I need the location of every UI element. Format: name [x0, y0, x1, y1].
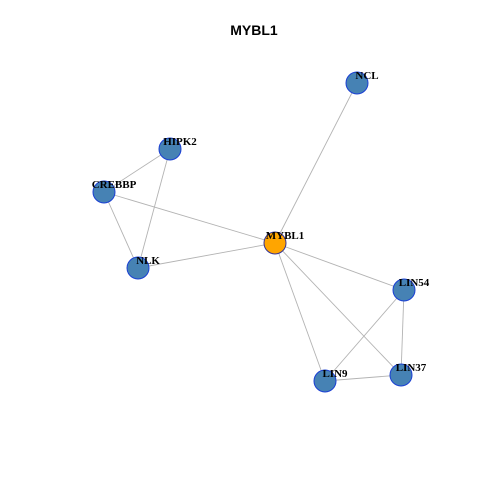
node-label-ncl: NCL	[355, 70, 378, 82]
node-lin37	[389, 363, 413, 387]
edge-mybl1-ncl	[274, 82, 358, 244]
edge-lin54-lin9	[324, 289, 405, 382]
node-label-hipk2: HIPK2	[163, 136, 197, 148]
node-ncl	[345, 71, 369, 95]
node-label-lin9: LIN9	[322, 368, 348, 380]
node-nlk	[126, 256, 150, 280]
edge-crebbp-nlk	[103, 191, 139, 269]
node-hipk2	[158, 137, 182, 161]
edge-mybl1-crebbp	[103, 191, 276, 244]
node-lin9	[313, 369, 337, 393]
edge-hipk2-crebbp	[103, 148, 171, 193]
node-mybl1	[263, 231, 287, 255]
node-label-lin37: LIN37	[396, 362, 427, 374]
nodes-layer	[92, 71, 416, 393]
edge-mybl1-lin37	[274, 242, 402, 376]
node-label-nlk: NLK	[136, 255, 160, 267]
node-label-mybl1: MYBL1	[266, 230, 305, 242]
edge-mybl1-nlk	[137, 242, 276, 269]
edge-mybl1-lin54	[274, 242, 405, 291]
edges-layer	[103, 82, 405, 382]
edge-lin54-lin37	[400, 289, 405, 376]
edge-hipk2-nlk	[137, 148, 171, 269]
node-label-crebbp: CREBBP	[92, 179, 137, 191]
edge-mybl1-lin9	[274, 242, 326, 382]
diagram-title: MYBL1	[230, 22, 278, 38]
node-lin54	[392, 278, 416, 302]
node-crebbp	[92, 180, 116, 204]
edge-lin37-lin9	[324, 374, 402, 382]
node-label-lin54: LIN54	[399, 277, 430, 289]
